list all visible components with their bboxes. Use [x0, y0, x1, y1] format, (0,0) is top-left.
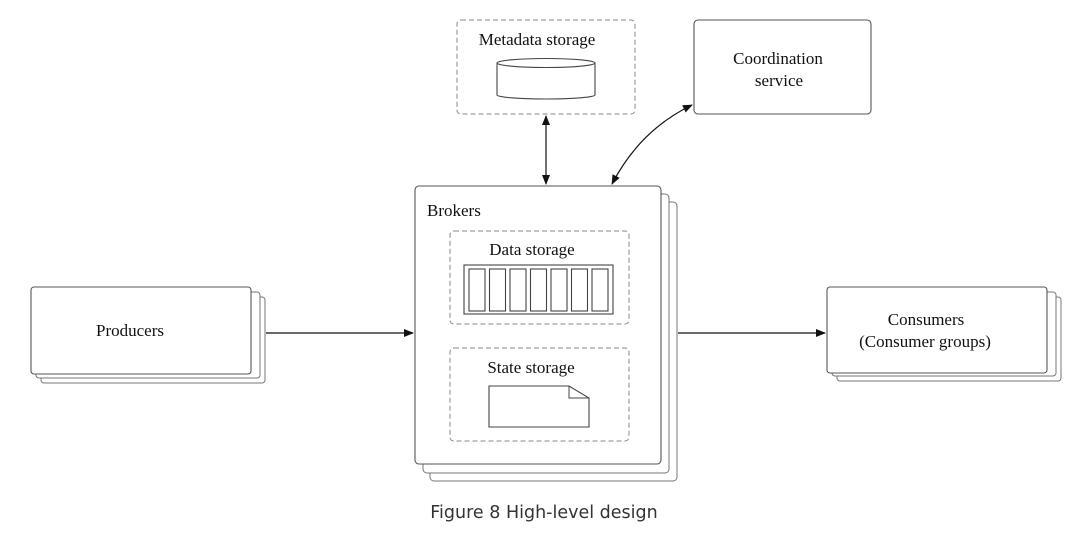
coordination-brokers-arrow	[611, 104, 693, 185]
coordination-service-box: Coordination service	[693, 19, 872, 115]
document-icon	[488, 385, 590, 428]
consumer-groups-label: (Consumer groups)	[859, 332, 991, 351]
figure-caption: Figure 8 High-level design	[430, 503, 658, 523]
log-segment	[550, 268, 568, 312]
database-icon	[496, 57, 596, 100]
brokers-label: Brokers	[427, 201, 481, 220]
state-storage-label: State storage	[487, 358, 574, 377]
consumers-box: Consumers (Consumer groups)	[826, 286, 1062, 382]
producers-box: Producers	[30, 286, 266, 384]
producers-label: Producers	[96, 321, 164, 340]
coordination-label: Coordination	[733, 49, 823, 68]
log-segment	[509, 268, 527, 312]
brokers-box: Brokers Data storage State storage	[414, 185, 678, 482]
service-label: service	[755, 71, 803, 90]
consumers-label: Consumers	[888, 310, 965, 329]
log-segment	[468, 268, 486, 312]
log-segment	[488, 268, 507, 312]
log-segment	[529, 268, 548, 312]
data-storage-box: Data storage	[449, 230, 630, 325]
log-segments	[468, 268, 609, 312]
data-storage-label: Data storage	[489, 240, 574, 259]
state-storage-box: State storage	[449, 347, 630, 442]
log-segment	[591, 268, 609, 312]
metadata-storage-label: Metadata storage	[479, 30, 596, 49]
metadata-storage-box: Metadata storage	[456, 19, 636, 115]
log-segment	[570, 268, 589, 312]
